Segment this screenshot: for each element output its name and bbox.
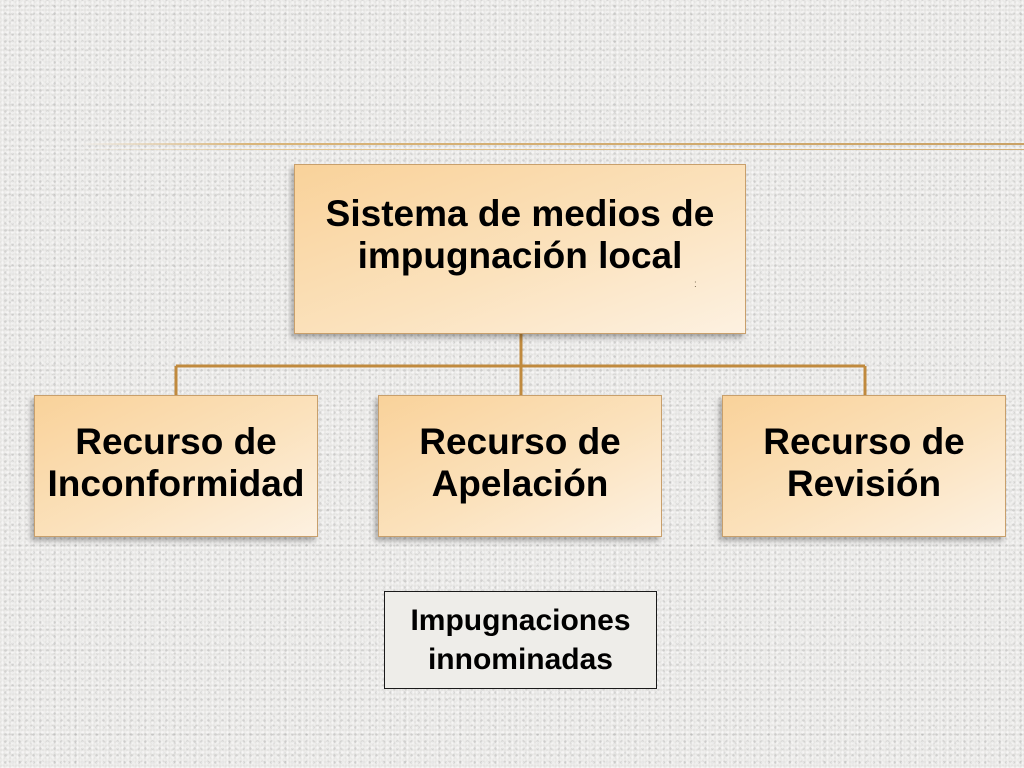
root-node-label-line-2: impugnación local — [357, 235, 683, 276]
child-node-recurso-revision: Recurso de Revisión — [722, 395, 1006, 537]
child-node-label-line-1: Recurso de — [419, 421, 621, 463]
impugnaciones-innominadas-box: Impugnaciones innominadas — [384, 591, 657, 689]
decorative-accent-line — [80, 143, 1024, 145]
root-node-label-line-1: Sistema de medios de — [325, 193, 715, 235]
child-node-label: Recurso de Revisión — [763, 421, 965, 505]
child-node-recurso-apelacion: Recurso de Apelación — [378, 395, 662, 537]
child-node-label: Recurso de Apelación — [419, 421, 621, 505]
root-node-label: Sistema de medios de impugnación local — [326, 193, 715, 277]
child-node-label-line-2: Apelación — [431, 463, 609, 504]
child-node-label-line-1: Recurso de — [763, 421, 965, 463]
child-node-recurso-inconformidad: Recurso de Inconformidad — [34, 395, 318, 537]
note-label-line-2: innominadas — [427, 643, 613, 676]
note-label: Impugnaciones innominadas — [410, 601, 630, 679]
decorative-accent-line — [80, 149, 1024, 150]
root-node-sistema-medios-impugnacion: Sistema de medios de impugnación local — [294, 164, 746, 334]
child-node-label-line-2: Revisión — [786, 463, 942, 504]
root-node-mark: : — [694, 279, 697, 290]
note-label-line-1: Impugnaciones — [410, 604, 631, 637]
child-node-label: Recurso de Inconformidad — [48, 421, 305, 505]
child-node-label-line-1: Recurso de — [75, 421, 277, 463]
child-node-label-line-2: Inconformidad — [47, 463, 305, 504]
